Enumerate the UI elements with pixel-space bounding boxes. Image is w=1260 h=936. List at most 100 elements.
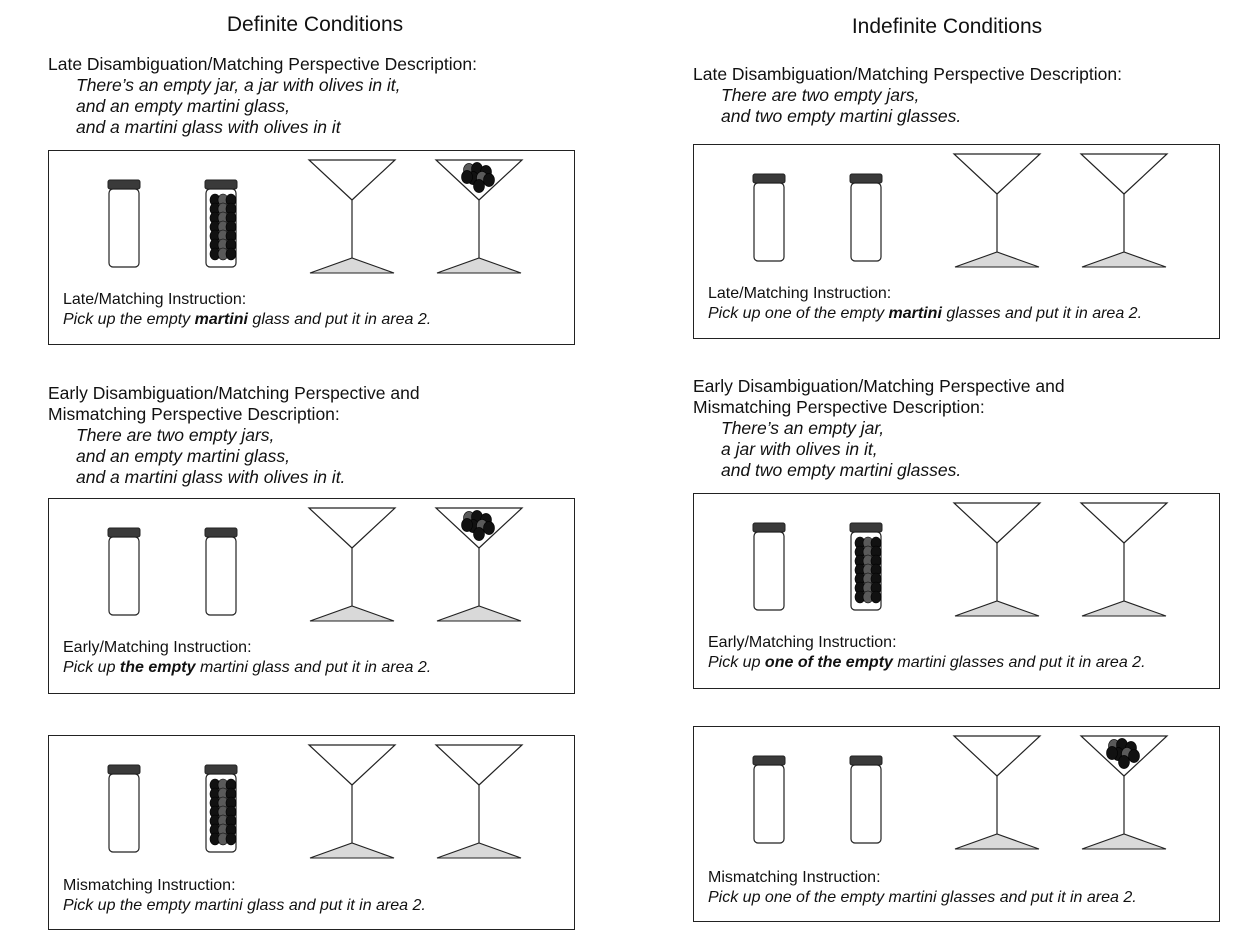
glass-base [436,605,522,622]
jar-body [850,182,882,262]
jar-body [753,764,785,844]
description-heading: Late Disambiguation/Matching Perspective… [48,54,477,74]
empty-martini-glass [434,744,524,859]
instruction-text: Pick up one of the empty martini glasses… [708,654,1146,671]
instruction-label: Mismatching Instruction: [63,877,236,894]
instruction-label: Early/Matching Instruction: [63,639,252,656]
instruction-text: Pick up the empty martini glass and put … [63,897,426,914]
glass-base [1081,833,1167,850]
glass-base [436,842,522,859]
glass-base [309,605,395,622]
martini-glass-with-olives [1079,735,1169,850]
scene-box-indefinite-mismatch: Mismatching Instruction: Pick up one of … [693,726,1220,922]
glass-bowl [952,735,1042,777]
jar-with-olives [204,179,238,268]
empty-jar [107,764,141,853]
olive [483,521,495,535]
scene-box-definite-late: Late/Matching Instruction: Pick up the e… [48,150,575,345]
jar-body [850,764,882,844]
scene-objects [752,153,1169,268]
jar-lid [849,755,883,766]
jar-with-olives [849,522,883,611]
description-heading: Early Disambiguation/Matching Perspectiv… [693,376,1065,396]
olive [225,247,237,261]
description-line: and an empty martini glass, [76,96,290,116]
empty-martini-glass [952,502,1042,617]
olive [483,173,495,187]
jar-lid [204,764,238,775]
olive [473,179,485,193]
definite-conditions-title: Definite Conditions [226,13,404,36]
empty-martini-glass [307,159,397,274]
description-line: and a martini glass with olives in it [76,117,341,137]
jar-lid [752,522,786,533]
scene-objects [752,735,1169,850]
scene-objects [107,744,524,859]
instruction-part: Pick up the empty [63,311,195,328]
instruction: Mismatching Instruction: Pick up one of … [708,868,1137,908]
early-indefinite-description: Early Disambiguation/Matching Perspectiv… [693,376,1065,481]
description-line: and a martini glass with olives in it. [76,467,346,487]
jar-lid [849,522,883,533]
glass-bowl [952,502,1042,544]
glass-base [954,600,1040,617]
instruction-part: martini glasses and put it in area 2. [892,654,1146,671]
scene-objects [107,507,524,622]
jar-lid [752,755,786,766]
olive [225,832,237,846]
empty-martini-glass [1079,153,1169,268]
instruction: Early/Matching Instruction: Pick up one … [708,633,1146,673]
instruction-text: Pick up the empty martini glass and put … [63,311,431,328]
glass-bowl [952,153,1042,195]
description-heading: Mismatching Perspective Description: [693,397,985,417]
empty-martini-glass [952,153,1042,268]
empty-jar [849,173,883,262]
martini-glass-with-olives [434,507,524,622]
jar-lid [107,764,141,775]
jar-lid [204,527,238,538]
glass-base [309,842,395,859]
instruction: Late/Matching Instruction: Pick up one o… [708,284,1142,324]
late-definite-description: Late Disambiguation/Matching Perspective… [48,54,477,138]
glass-bowl [307,159,397,201]
scene-objects [752,502,1169,617]
glass-base [954,251,1040,268]
glass-base [1081,251,1167,268]
instruction-emphasis: the empty [119,659,196,676]
glass-base [1081,600,1167,617]
glass-base [954,833,1040,850]
jar-body [753,182,785,262]
empty-jar [752,755,786,844]
glass-bowl [1079,153,1169,195]
olive [461,170,473,184]
late-indefinite-description: Late Disambiguation/Matching Perspective… [693,64,1122,127]
early-definite-description: Early Disambiguation/Matching Perspectiv… [48,383,420,488]
empty-martini-glass [307,507,397,622]
instruction-emphasis: one of the empty [764,654,893,671]
empty-jar [204,527,238,616]
jar-lid [107,179,141,190]
empty-jar [107,527,141,616]
description-line: There’s an empty jar, a jar with olives … [76,75,401,95]
empty-jar [849,755,883,844]
empty-jar [752,522,786,611]
description-line: There are two empty jars, [721,85,920,105]
empty-jar [107,179,141,268]
jar-body [108,188,140,268]
glass-bowl [1079,502,1169,544]
jar-body [205,536,237,616]
olive [461,518,473,532]
glass-bowl [307,507,397,549]
empty-martini-glass [307,744,397,859]
instruction-part: Pick up one of the empty [708,305,889,322]
instruction-label: Late/Matching Instruction: [63,291,247,308]
glass-base [309,257,395,274]
empty-jar [752,173,786,262]
olive [1128,749,1140,763]
instruction-part: Pick up [63,659,120,676]
instruction-text: Pick up one of the empty martini glasses… [708,305,1142,322]
description-heading: Early Disambiguation/Matching Perspectiv… [48,383,420,403]
instruction-part: glasses and put it in area 2. [941,305,1143,322]
description-heading: Late Disambiguation/Matching Perspective… [693,64,1122,84]
jar-with-olives [204,764,238,853]
